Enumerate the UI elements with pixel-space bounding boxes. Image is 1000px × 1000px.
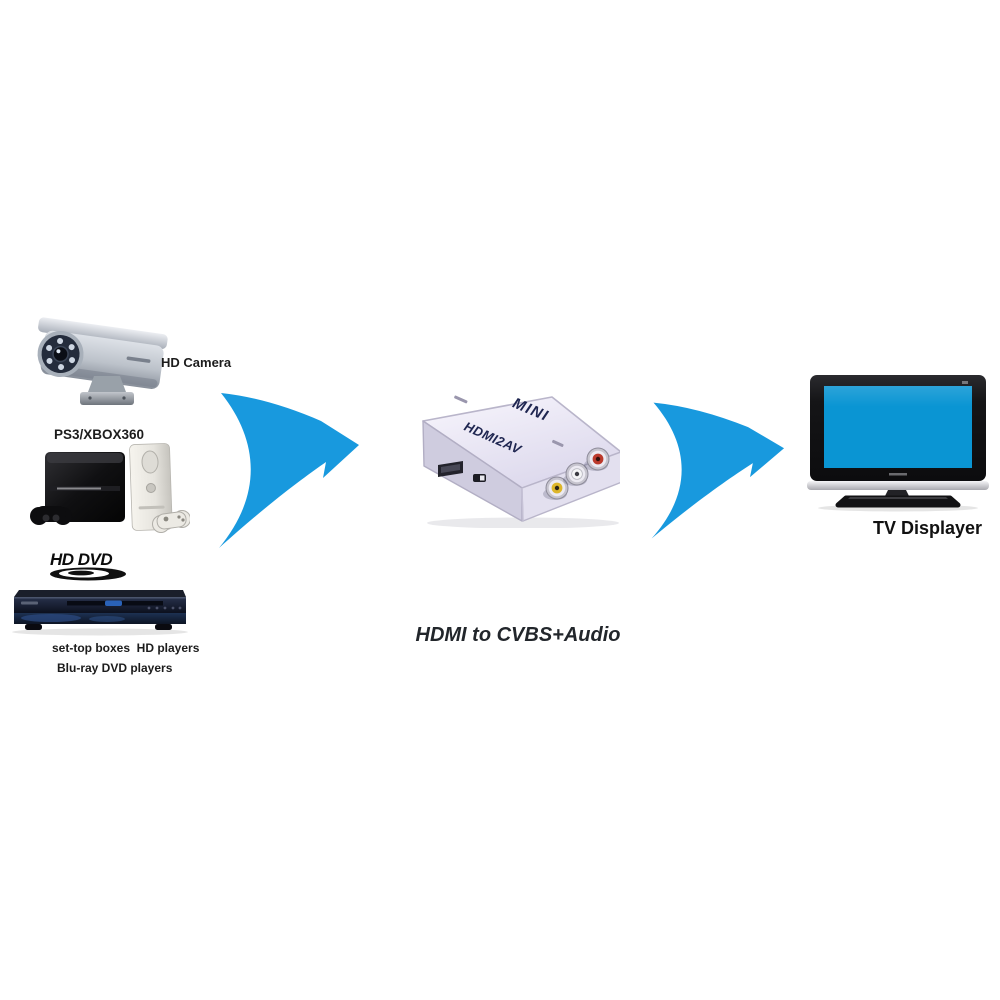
dvd-player-image — [5, 582, 195, 645]
mini-hdmi-input-port — [438, 461, 463, 477]
xbox-controller-icon — [152, 510, 191, 533]
diagram-title: HDMI to CVBS+Audio — [415, 624, 621, 646]
consoles-icon — [30, 443, 191, 533]
arrow-converter-to-tv — [645, 400, 785, 547]
tv-icon — [807, 375, 989, 512]
hd-dvd-logo-text: HD DVD — [50, 550, 112, 569]
converter-icon: MINI HDMI2AV — [422, 395, 623, 529]
right-arrow-icon — [219, 393, 359, 548]
hd-camera-label: HD Camera — [161, 355, 232, 370]
consoles-label: PS3/XBOX360 — [54, 427, 145, 442]
right-arrow-icon — [651, 402, 785, 539]
tv-displayer-label: TV Displayer — [872, 518, 983, 538]
game-consoles-image — [25, 440, 191, 557]
rca-audio-out-white — [563, 462, 589, 486]
hd-dvd-logo-icon: HD DVD — [50, 550, 126, 581]
hdmi2av-converter-image: MINI HDMI2AV — [405, 378, 623, 533]
camera-icon — [37, 317, 168, 405]
ps3-console-icon — [45, 452, 125, 522]
ps3-controller-icon — [30, 506, 72, 525]
settop-hd-players-label: set-top boxes HD players — [52, 641, 200, 655]
arrow-sources-to-converter — [212, 390, 360, 557]
mode-switch — [473, 474, 486, 482]
rca-audio-out-red — [584, 447, 610, 471]
hd-dvd-logo: HD DVD — [42, 548, 138, 589]
bluray-players-label: Blu-ray DVD players — [57, 661, 173, 675]
xbox360-console-icon — [129, 443, 173, 531]
hd-camera-image — [30, 308, 180, 418]
tv-display-image — [802, 368, 992, 518]
rca-video-out-yellow — [543, 476, 569, 500]
dvd-player-icon — [12, 590, 188, 636]
